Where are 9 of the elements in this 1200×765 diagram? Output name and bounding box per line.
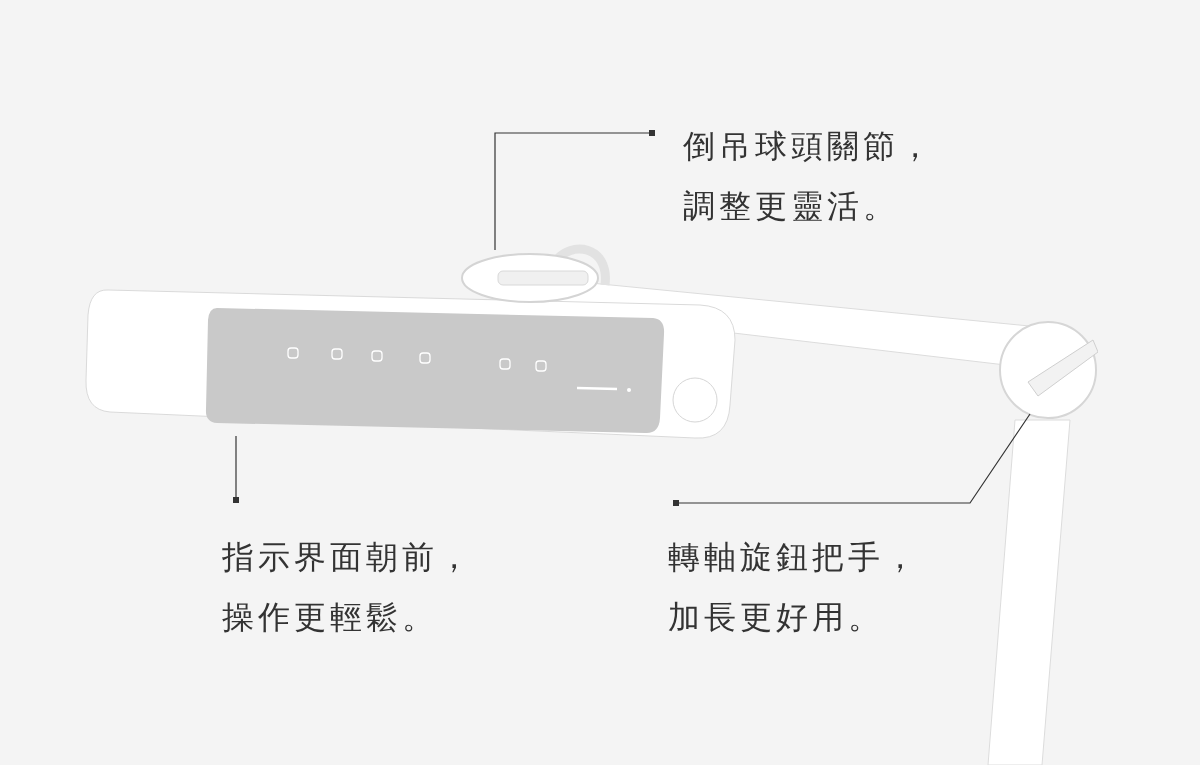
callout-text: 指示界面朝前，操作更輕鬆。 (222, 527, 484, 647)
leader-line (233, 435, 239, 503)
indicator-panel (205, 308, 665, 435)
rotary-knob (998, 320, 1098, 420)
callout-text: 倒吊球頭關節，調整更靈活。 (683, 116, 945, 236)
ball-joint (460, 252, 600, 304)
callout-text: 轉軸旋鈕把手，加長更好用。 (668, 527, 930, 647)
leader-line (673, 413, 1031, 506)
leader-line (494, 130, 655, 251)
